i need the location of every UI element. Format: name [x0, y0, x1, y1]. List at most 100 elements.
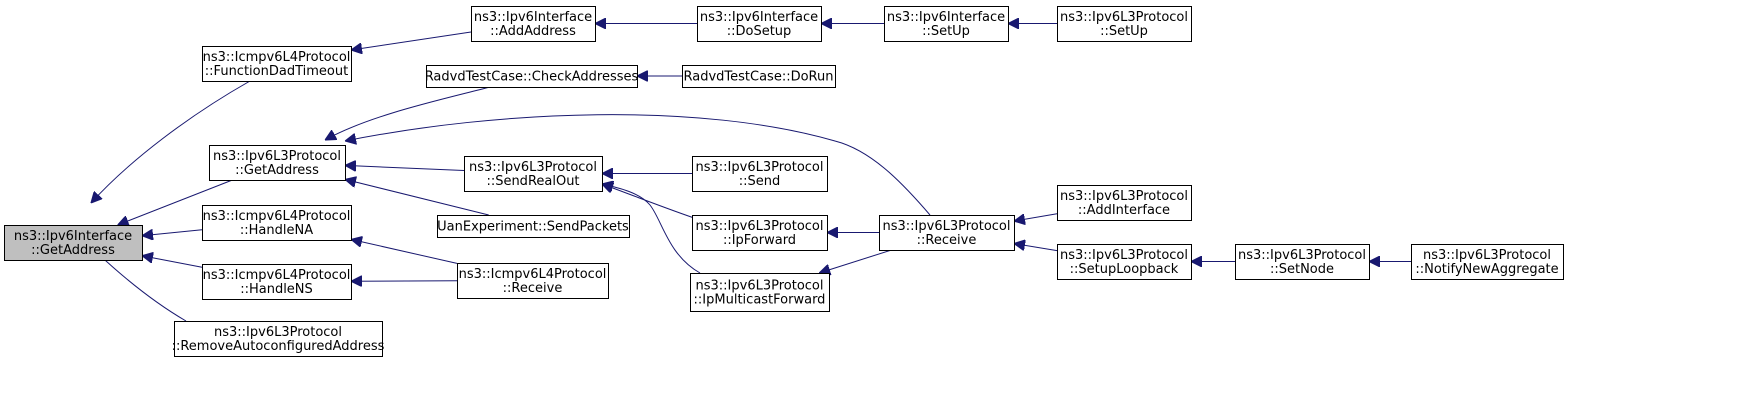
edge-if_addaddress-to-icmp_dad	[351, 31, 472, 50]
node-box	[471, 6, 596, 42]
node-label-line: ns3::Ipv6Interface	[700, 10, 818, 25]
node-radvd_check[interactable]: RadvdTestCase::CheckAddresses	[425, 65, 639, 88]
node-label-line: ns3::Ipv6L3Protocol	[696, 219, 824, 234]
node-box	[464, 156, 603, 192]
node-label-line: ns3::Ipv6Interface	[474, 10, 592, 25]
node-label-line: UanExperiment::SendPackets	[437, 220, 629, 235]
node-label-line: ::NotifyNewAggregate	[1415, 262, 1558, 277]
node-l3_addinterface[interactable]: ns3::Ipv6L3Protocol::AddInterface	[1057, 185, 1192, 221]
node-label-line: ::AddAddress	[490, 24, 576, 39]
node-label-line: ::RemoveAutoconfiguredAddress	[172, 339, 385, 354]
edge-layer	[91, 24, 1411, 322]
node-box	[437, 215, 630, 238]
node-label-line: ::SetNode	[1270, 262, 1334, 277]
node-label-line: ns3::Ipv6L3Protocol	[696, 279, 824, 294]
node-box	[426, 65, 638, 88]
edge-icmp_handlena-to-root	[142, 230, 203, 236]
node-l3_setnode[interactable]: ns3::Ipv6L3Protocol::SetNode	[1235, 244, 1370, 280]
node-label-line: ::IpForward	[723, 233, 796, 248]
node-label-line: ::AddInterface	[1078, 203, 1170, 218]
edge-l3_setuploopback-to-l3_receive	[1014, 244, 1058, 252]
node-box	[692, 156, 828, 192]
node-label-line: ns3::Ipv6L3Protocol	[213, 149, 341, 164]
node-label-line: ns3::Ipv6L3Protocol	[214, 325, 342, 340]
node-radvd_dorun[interactable]: RadvdTestCase::DoRun	[682, 65, 836, 88]
node-label-line: ns3::Ipv6Interface	[887, 10, 1005, 25]
node-box	[202, 46, 352, 82]
node-label-line: ::Send	[739, 174, 781, 189]
node-label-line: ns3::Icmpv6L4Protocol	[459, 267, 607, 282]
node-l3_ipforward[interactable]: ns3::Ipv6L3Protocol::IpForward	[692, 215, 828, 251]
node-label-line: ns3::Ipv6L3Protocol	[696, 160, 824, 175]
node-l3_sendrealout[interactable]: ns3::Ipv6L3Protocol::SendRealOut	[464, 156, 603, 192]
node-label-line: ::Receive	[503, 281, 563, 296]
node-label-line: ns3::Icmpv6L4Protocol	[203, 50, 351, 65]
node-label-line: ns3::Ipv6Interface	[14, 229, 132, 244]
node-label-line: ns3::Ipv6L3Protocol	[1060, 10, 1188, 25]
node-box	[682, 65, 836, 88]
node-label-line: ::SetUp	[1100, 24, 1148, 39]
edge-uan_send-to-l3_getaddress	[345, 179, 489, 216]
edge-l3_receive-to-l3_getaddress	[345, 114, 931, 216]
node-label-line: ns3::Ipv6L3Protocol	[1423, 248, 1551, 263]
edge-icmp_receive-to-icmp_handlena	[351, 239, 458, 264]
node-box	[457, 263, 609, 299]
node-box	[1411, 244, 1564, 280]
node-label-line: ::HandleNS	[240, 282, 313, 297]
node-icmp_dad[interactable]: ns3::Icmpv6L4Protocol::FunctionDadTimeou…	[202, 46, 352, 82]
node-if_setup[interactable]: ns3::Ipv6Interface::SetUp	[884, 6, 1009, 42]
node-box	[879, 215, 1015, 251]
node-icmp_handlena[interactable]: ns3::Icmpv6L4Protocol::HandleNA	[202, 205, 352, 241]
node-box	[174, 321, 383, 357]
node-if_dosetup[interactable]: ns3::Ipv6Interface::DoSetup	[697, 6, 822, 42]
edge-icmp_dad-to-root	[91, 80, 251, 203]
node-label-line: ns3::Ipv6L3Protocol	[469, 160, 597, 175]
node-l3_notify[interactable]: ns3::Ipv6L3Protocol::NotifyNewAggregate	[1411, 244, 1564, 280]
edge-l3_getaddress-to-root	[118, 179, 233, 225]
node-box	[884, 6, 1009, 42]
node-label-line: ::FunctionDadTimeout	[205, 64, 348, 79]
node-box	[1057, 6, 1192, 42]
node-label-line: RadvdTestCase::CheckAddresses	[425, 70, 639, 85]
node-label-line: ns3::Ipv6L3Protocol	[1060, 248, 1188, 263]
node-box	[692, 215, 828, 251]
node-label-line: ::GetAddress	[235, 163, 319, 178]
node-root[interactable]: ns3::Ipv6Interface::GetAddress	[4, 225, 143, 261]
node-l3_send[interactable]: ns3::Ipv6L3Protocol::Send	[692, 156, 828, 192]
node-label-line: ::DoSetup	[727, 24, 792, 39]
node-label-line: ::HandleNA	[240, 223, 313, 238]
node-l3_getaddress[interactable]: ns3::Ipv6L3Protocol::GetAddress	[209, 145, 346, 181]
node-l3_receive[interactable]: ns3::Ipv6L3Protocol::Receive	[879, 215, 1015, 251]
node-box	[209, 145, 346, 181]
node-label-line: ::IpMulticastForward	[694, 293, 826, 308]
node-uan_send[interactable]: UanExperiment::SendPackets	[437, 215, 630, 238]
node-label-line: ns3::Ipv6L3Protocol	[883, 219, 1011, 234]
node-label-line: ::SendRealOut	[486, 174, 579, 189]
edge-l3_ipmcast-to-l3_sendrealout	[602, 184, 701, 274]
node-box	[4, 225, 143, 261]
node-label-line: ::Receive	[917, 233, 977, 248]
node-l3_setup[interactable]: ns3::Ipv6L3Protocol::SetUp	[1057, 6, 1192, 42]
node-l3_removeauto[interactable]: ns3::Ipv6L3Protocol::RemoveAutoconfigure…	[172, 321, 385, 357]
node-icmp_handlens[interactable]: ns3::Icmpv6L4Protocol::HandleNS	[202, 264, 352, 300]
node-label-line: ns3::Icmpv6L4Protocol	[203, 209, 351, 224]
node-layer: ns3::Ipv6Interface::GetAddressns3::Icmpv…	[4, 6, 1564, 357]
node-l3_ipmcast[interactable]: ns3::Ipv6L3Protocol::IpMulticastForward	[690, 273, 830, 312]
node-label-line: ::SetUp	[922, 24, 970, 39]
node-box	[202, 264, 352, 300]
node-label-line: ::SetupLoopback	[1070, 262, 1179, 277]
node-box	[202, 205, 352, 241]
node-box	[1235, 244, 1370, 280]
node-label-line: ns3::Ipv6L3Protocol	[1238, 248, 1366, 263]
node-if_addaddress[interactable]: ns3::Ipv6Interface::AddAddress	[471, 6, 596, 42]
edge-l3_sendrealout-to-l3_getaddress	[345, 165, 465, 170]
edge-radvd_check-to-l3_getaddress	[325, 86, 491, 140]
node-l3_setuploopback[interactable]: ns3::Ipv6L3Protocol::SetupLoopback	[1057, 244, 1192, 280]
edge-icmp_handlens-to-root	[142, 256, 203, 268]
node-box	[1057, 244, 1192, 280]
node-box	[1057, 185, 1192, 221]
node-icmp_receive[interactable]: ns3::Icmpv6L4Protocol::Receive	[457, 263, 609, 299]
node-label-line: ::GetAddress	[31, 243, 115, 258]
edge-l3_ipforward-to-l3_sendrealout	[602, 184, 701, 221]
